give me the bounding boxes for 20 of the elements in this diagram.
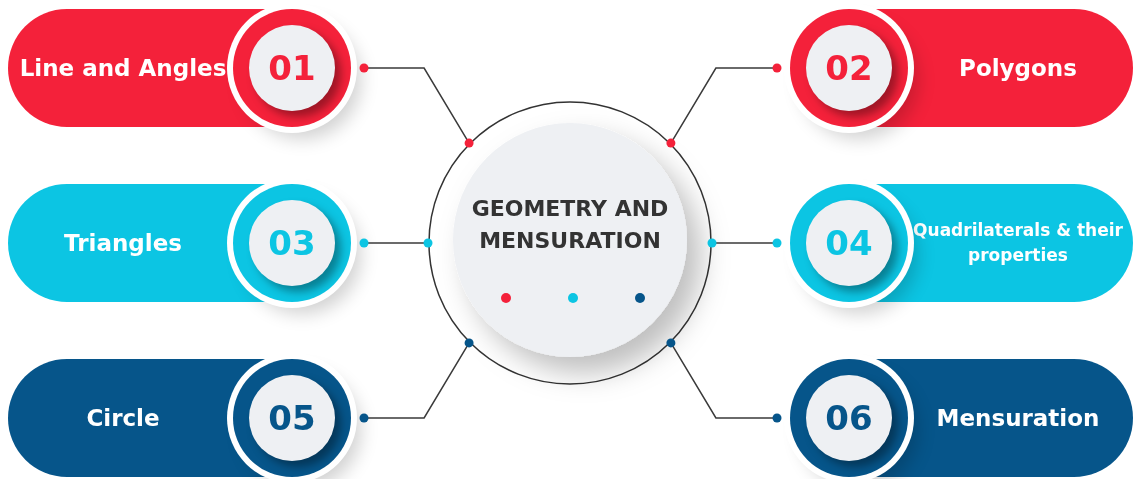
- topic-label: Circle: [85, 403, 161, 433]
- connector-line: [707, 238, 782, 248]
- connector-line: [359, 238, 433, 248]
- connector-line: [359, 63, 474, 148]
- topic-label: Line and Angles: [18, 53, 228, 83]
- number-text: 04: [806, 200, 892, 286]
- connector-line: [359, 338, 474, 423]
- connector-line: [666, 63, 782, 148]
- connector-line: [666, 338, 782, 423]
- number-text: 06: [806, 375, 892, 461]
- number-text: 02: [806, 25, 892, 111]
- center-title: GEOMETRY AND MENSURATION: [470, 195, 670, 255]
- topic-label: Polygons: [958, 53, 1078, 83]
- number-text: 05: [249, 375, 335, 461]
- number-text: 03: [249, 200, 335, 286]
- topic-label: Mensuration: [935, 403, 1101, 433]
- topic-label: Quadrilaterals & their properties: [912, 219, 1124, 267]
- number-text: 01: [249, 25, 335, 111]
- center-circle: [428, 101, 712, 385]
- topic-label: Triangles: [63, 228, 183, 258]
